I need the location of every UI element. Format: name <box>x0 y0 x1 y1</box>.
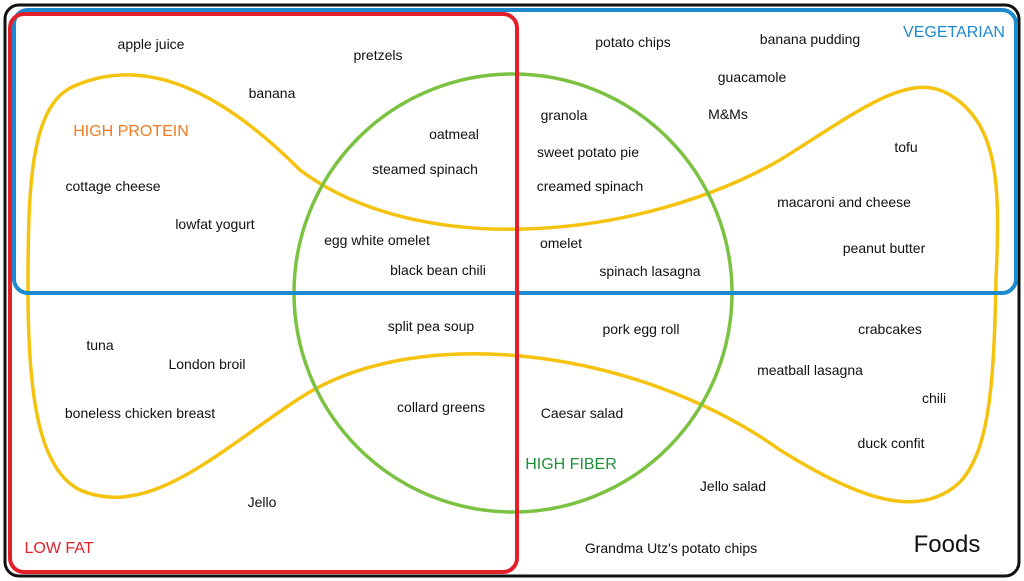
food-item: potato chips <box>595 34 671 50</box>
food-item: Caesar salad <box>540 405 624 421</box>
food-item: duck confit <box>857 435 925 451</box>
food-item: tuna <box>86 337 114 353</box>
food-item: M&Ms <box>708 106 748 122</box>
food-item: spinach lasagna <box>599 263 701 279</box>
food-item: guacamole <box>717 69 787 85</box>
food-item: banana <box>248 85 296 101</box>
low-fat-region <box>8 12 519 574</box>
low-fat-label: LOW FAT <box>24 540 94 557</box>
food-item: lowfat yogurt <box>175 216 255 232</box>
food-item: cottage cheese <box>65 178 161 194</box>
universe-label: Foods <box>913 531 981 558</box>
food-item: tofu <box>894 139 918 155</box>
food-item: banana pudding <box>759 31 861 47</box>
food-item: creamed spinach <box>536 178 644 194</box>
food-item: oatmeal <box>429 126 479 142</box>
universe-boundary <box>3 3 1021 578</box>
high-fiber-label: HIGH FIBER <box>525 456 617 473</box>
food-item: sweet potato pie <box>537 144 639 160</box>
food-item: boneless chicken breast <box>64 405 216 421</box>
food-item: crabcakes <box>858 321 922 337</box>
food-item: steamed spinach <box>372 161 478 177</box>
food-item: split pea soup <box>387 318 475 334</box>
food-item: Jello salad <box>699 478 767 494</box>
food-item: pork egg roll <box>602 321 680 337</box>
high-protein-label: HIGH PROTEIN <box>73 123 189 140</box>
food-item: chili <box>921 390 947 406</box>
food-item: egg white omelet <box>324 232 430 248</box>
food-item: apple juice <box>117 36 185 52</box>
food-item: granola <box>540 107 588 123</box>
food-item: omelet <box>539 235 583 251</box>
food-item: pretzels <box>353 47 403 63</box>
food-item: collard greens <box>397 399 485 415</box>
food-item: meatball lasagna <box>757 362 863 378</box>
vegetarian-label: VEGETARIAN <box>903 24 1005 41</box>
food-item: macaroni and cheese <box>777 194 911 210</box>
high-protein-region <box>26 73 1000 504</box>
food-item: black bean chili <box>390 262 486 278</box>
food-item: London broil <box>168 356 246 372</box>
food-item: Grandma Utz's potato chips <box>584 540 758 556</box>
food-item: Jello <box>247 494 277 510</box>
food-item: peanut butter <box>842 240 926 256</box>
